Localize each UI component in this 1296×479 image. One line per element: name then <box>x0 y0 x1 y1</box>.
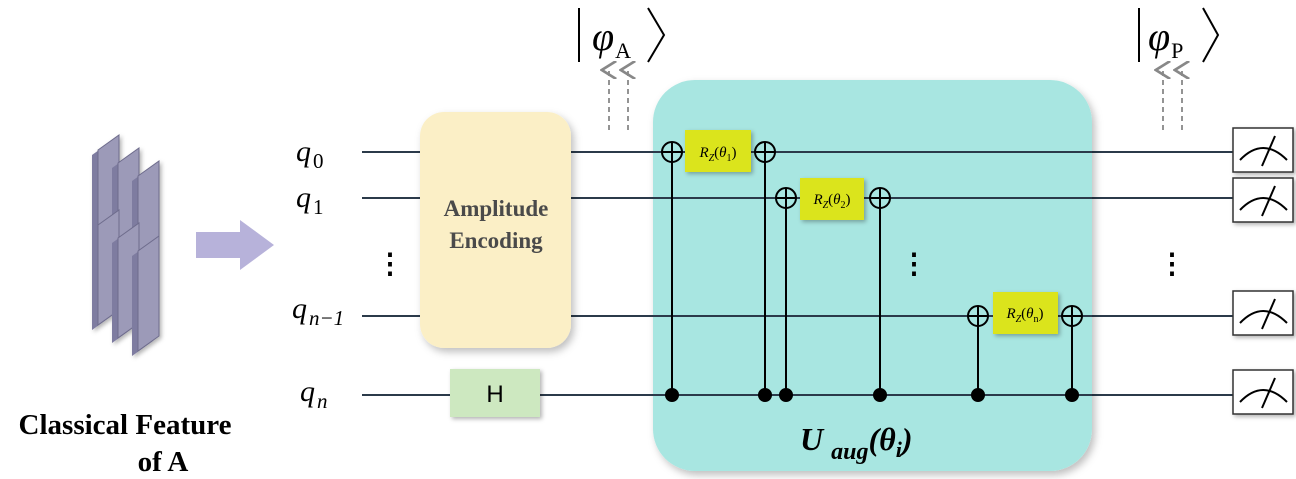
cnot-gates <box>661 141 1083 402</box>
rz-gate-n-label: RZ(θn) <box>1005 306 1043 325</box>
hadamard-gate: H <box>450 369 540 417</box>
state-phi-a-label: φA <box>592 14 631 63</box>
rz-gate-2: RZ(θ2) <box>800 178 864 220</box>
state-phi-a: φA <box>578 7 666 130</box>
cnot-gate <box>754 141 776 402</box>
cnot-gate <box>1061 305 1083 402</box>
input-arrow <box>196 220 274 270</box>
encoding-label-line2: Encoding <box>449 228 543 253</box>
hadamard-label: H <box>486 381 503 408</box>
qubit-label-q0: q0 <box>296 135 324 173</box>
measurement-meters <box>1232 127 1294 415</box>
qubit-label-qn-1: qn−1 <box>292 292 344 330</box>
meter-icon <box>1232 177 1294 223</box>
rz-gate-1: RZ(θ1) <box>685 130 751 172</box>
meter-icon <box>1232 290 1294 336</box>
qubit-labels: q0 q1 qn−1 qn <box>292 135 344 413</box>
rz-gate-1-label: RZ(θ1) <box>698 145 736 164</box>
ellipsis-left: ⋮ <box>376 247 404 280</box>
feature-card <box>132 235 160 356</box>
amplitude-encoding-block: Amplitude Encoding <box>420 112 571 348</box>
cnot-gate <box>869 187 891 402</box>
meter-icon <box>1232 369 1294 415</box>
state-phi-p: φP <box>1138 7 1220 130</box>
cnot-gate <box>661 141 683 402</box>
rz-gate-2-label: RZ(θ2) <box>812 192 850 211</box>
feature-caption-line1: Classical Feature <box>19 409 232 441</box>
qubit-label-q1: q1 <box>296 181 324 219</box>
encoding-label-line1: Amplitude <box>444 196 549 221</box>
ellipsis-middle: ⋮ <box>900 247 928 280</box>
cnot-gate <box>967 305 989 402</box>
qubit-label-qn: qn <box>300 375 328 413</box>
cnot-gate <box>775 187 797 402</box>
state-phi-p-label: φP <box>1148 14 1183 63</box>
meter-icon <box>1232 127 1294 173</box>
feature-caption-line2: of A <box>138 446 189 478</box>
ellipsis-right: ⋮ <box>1158 247 1186 280</box>
feature-map-stack <box>92 134 160 356</box>
rz-gate-n: RZ(θn) <box>993 292 1058 334</box>
unitary-block <box>653 80 1092 471</box>
